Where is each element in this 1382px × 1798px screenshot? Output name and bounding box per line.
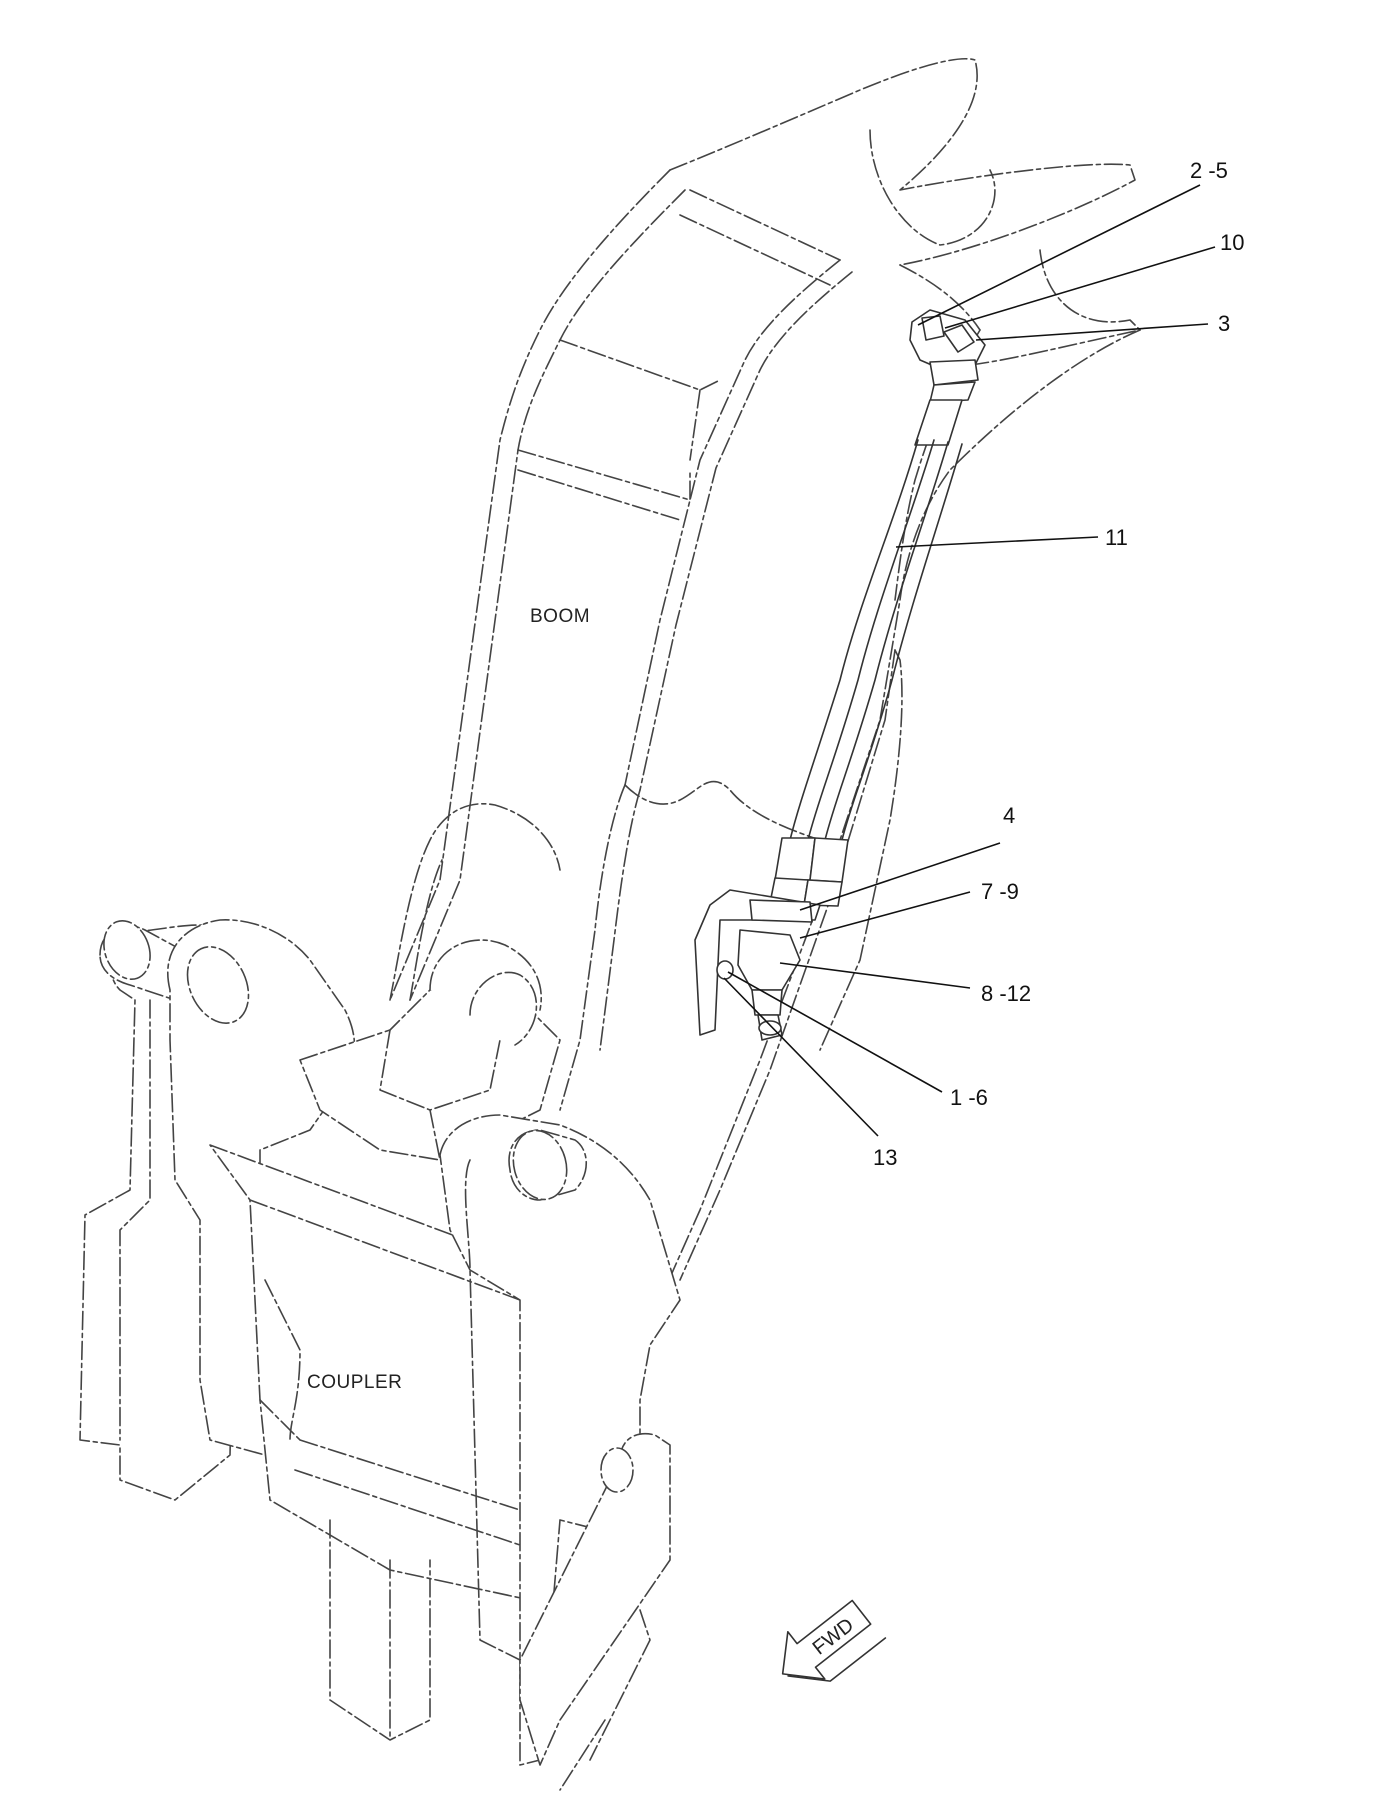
leader-lines: [723, 184, 1216, 1137]
callout-2-5: 2 -5: [1190, 158, 1228, 183]
forward-direction-arrow: FWD: [781, 1599, 887, 1682]
callout-3: 3: [1218, 311, 1230, 336]
callout-8-12: 8 -12: [981, 981, 1031, 1006]
boom-label: BOOM: [530, 606, 590, 627]
leader-11: [895, 536, 1099, 548]
leader-4: [799, 842, 1001, 911]
callout-numbers: 2 -5 10 3 11 4 7 -9 8 -12 1 -6 13: [873, 158, 1244, 1170]
callout-13: 13: [873, 1145, 897, 1170]
hose-assembly: [694, 309, 986, 1041]
boom-structure: [389, 57, 1141, 1301]
callout-7-9: 7 -9: [981, 879, 1019, 904]
leader-1-6: [727, 971, 943, 1093]
callout-11: 11: [1105, 525, 1128, 550]
callout-1-6: 1 -6: [950, 1085, 988, 1110]
leader-10: [944, 246, 1216, 329]
leader-2-5: [917, 184, 1201, 326]
callout-10: 10: [1220, 230, 1244, 255]
leader-13: [723, 977, 879, 1137]
coupler-label: COUPLER: [307, 1372, 402, 1393]
coupler-structure: [79, 919, 681, 1791]
leader-8-12: [779, 962, 971, 989]
leader-3: [975, 323, 1209, 341]
leader-7-9: [799, 891, 971, 939]
callout-4: 4: [1003, 803, 1015, 828]
